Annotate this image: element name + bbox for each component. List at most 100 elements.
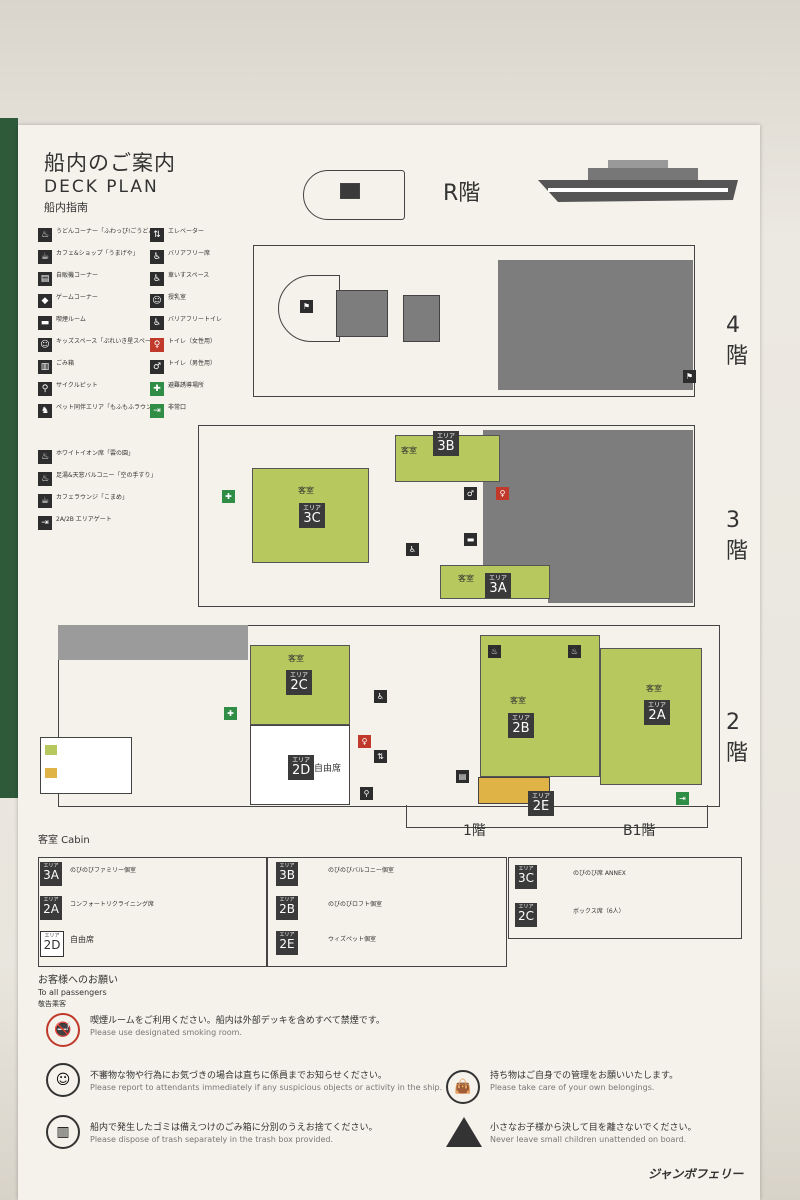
deck-4-stair-core-2 (403, 295, 440, 342)
r-deck-terrace-icon (340, 183, 360, 199)
exit-icon: ⇥ (676, 792, 689, 805)
floor-label-b1: B1階 (623, 823, 656, 839)
game-icon: ◆ (38, 294, 52, 308)
cabin-2c-label: 客室 (288, 654, 304, 663)
kids-icon: ☺ (38, 338, 52, 352)
cabin-table-col-1 (38, 857, 267, 967)
cabin-3c-desc: のびのび席 ANNEX (573, 870, 626, 877)
notice-belongings: 持ち物はご自身での管理をお願いいたします。Please take care of… (490, 1071, 679, 1092)
page-title-en: DECK PLAN (44, 177, 159, 197)
cafe-icon: ☕ (38, 250, 52, 264)
deck-4-vip-icon: ⚑ (683, 370, 696, 383)
legend-item: ▤自販機コーナー (38, 272, 188, 290)
ship-illustration (538, 160, 738, 202)
notice-trash: 船内で発生したゴミは備えつけのごみ箱に分別のうえお捨てください。Please d… (90, 1123, 378, 1144)
muster-icon: ✚ (224, 707, 237, 720)
womens-toilet-icon: ♀ (150, 338, 164, 352)
floor-label-r: R階 (443, 181, 481, 206)
vending-icon: ▤ (456, 770, 469, 783)
legend-item: ▥ごみ箱 (38, 360, 188, 378)
notice-heading: お客様へのお願い (38, 975, 118, 986)
notice-smoking: 喫煙ルームをご利用ください。船内は外部デッキを含めすべて禁煙です。Please … (90, 1016, 385, 1037)
bicycle-icon: ⚲ (360, 787, 373, 800)
company-logo: ジャンボフェリー (648, 1167, 744, 1181)
deck-4-outline (253, 245, 695, 397)
pet-area-swatch (45, 768, 57, 778)
page-title-cn: 船内指南 (44, 201, 88, 214)
cabin-3a-label: 客室 (458, 574, 474, 583)
footbath-icon: ♨ (488, 645, 501, 658)
cabin-3b-desc: のびのびバルコニー個室 (328, 867, 394, 874)
legend-item: ☺キッズスペース「ぷれいき星スペース」 (38, 338, 188, 356)
adjacent-sign-edge (0, 118, 18, 798)
no-smoking-icon: 🚭 (46, 1013, 80, 1047)
legend-item: ♿バリアフリートイレ (150, 316, 230, 334)
deck-4-car-area (498, 260, 693, 390)
wheelchair-icon: ♿ (374, 690, 387, 703)
child-caution-icon (446, 1117, 482, 1147)
r-deck-outline (303, 170, 405, 220)
floor-label-4: 4階 (726, 313, 749, 369)
legend-col-1: ♨うどんコーナー「ふわっぴ!ごうどん」 ☕カフェ&ショップ「うまげや」 ▤自販機… (38, 228, 188, 538)
area-gate-icon: ⇥ (38, 516, 52, 530)
legend-item: ☕カフェ&ショップ「うまげや」 (38, 250, 188, 268)
legend-col-2: ⇅エレベーター ♿バリアフリー席 ♿車いすスペース ☺授乳室 ♿バリアフリートイ… (150, 228, 230, 426)
trash-icon: ▥ (46, 1115, 80, 1149)
cabin-3b-label: 客室 (401, 446, 417, 455)
smoking-icon: ▬ (464, 533, 477, 546)
legend-item: ⇅エレベーター (150, 228, 230, 246)
deck-3-car-area (483, 430, 693, 565)
notice-suspicious: 不審物な物や行為にお気づきの場合は直ちに係員までお知らせください。Please … (90, 1071, 443, 1092)
massage-chair-icon: ♨ (38, 450, 52, 464)
attendant-icon: ☺ (46, 1063, 80, 1097)
belongings-icon: 👜 (446, 1070, 480, 1104)
exit-icon: ⇥ (150, 404, 164, 418)
cabin-table-heading: 客室 Cabin (38, 835, 90, 846)
floor-label-3: 3階 (726, 508, 749, 564)
legend-item: ⇥2A/2B エリアゲート (38, 516, 188, 534)
cabin-3c-label: 客室 (298, 486, 314, 495)
cabin-table-col-2 (267, 857, 507, 967)
cabin-2b-desc: のびのびロフト個室 (328, 901, 383, 908)
floor-label-1: 1階 (463, 823, 486, 839)
legend-item: ☺授乳室 (150, 294, 230, 312)
muster-icon: ✚ (222, 490, 235, 503)
wheelchair-icon: ♿ (406, 543, 419, 556)
wheelchair-icon: ♿ (150, 272, 164, 286)
footbath-icon: ♨ (38, 472, 52, 486)
nursing-icon: ☺ (150, 294, 164, 308)
cabin-2e-desc: ウィズペット個室 (328, 936, 377, 943)
deck-2-outline (58, 625, 720, 807)
elevator-icon: ⇅ (150, 228, 164, 242)
premium-area-swatch (45, 745, 57, 755)
pet-icon: ♞ (38, 404, 52, 418)
massage-chair-icon: ♨ (568, 645, 581, 658)
notice-children: 小さなお子様から決して目を離さないでください。Never leave small… (490, 1123, 697, 1144)
legend-item: ♨足湯&天窓バルコニー「空の手すり」 (38, 472, 188, 490)
legend-item: ⚲サイクルピット (38, 382, 188, 400)
elevator-icon: ⇅ (374, 750, 387, 763)
mens-toilet-icon: ♂ (464, 487, 477, 500)
legend-item: ☕カフェラウンジ「こまめ」 (38, 494, 188, 512)
free-seat-label: 自由席 (314, 764, 342, 774)
legend-item: ♨うどんコーナー「ふわっぴ!ごうどん」 (38, 228, 188, 246)
cabin-2b (480, 635, 600, 777)
cabin-2c-desc: ボックス席（6人） (573, 908, 625, 915)
womens-toilet-icon: ♀ (358, 735, 371, 748)
legend-item: ♿車いすスペース (150, 272, 230, 290)
legend-item: ◆ゲームコーナー (38, 294, 188, 312)
vending-icon: ▤ (38, 272, 52, 286)
